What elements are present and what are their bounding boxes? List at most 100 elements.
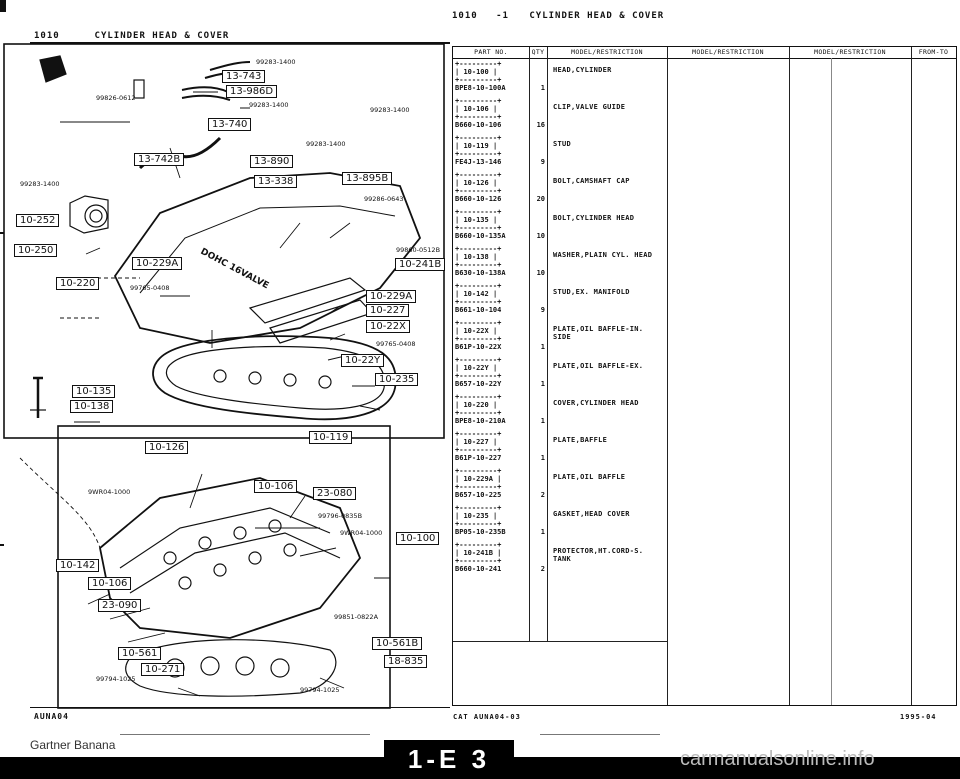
callout-13-743: 13-743 <box>222 70 266 83</box>
table-row: +---------+| 10-126 |+---------+B660-10-… <box>453 171 956 208</box>
callout-10-561: 10-561 <box>118 647 162 660</box>
ref-no: 10-22X <box>463 327 489 335</box>
qty: 1 <box>540 84 545 92</box>
col-divider <box>547 47 548 641</box>
qty: 10 <box>536 269 545 277</box>
right-header: 1010 -1 CYLINDER HEAD & COVER <box>452 11 664 21</box>
callout-10-106: 10-106 <box>88 577 132 590</box>
callout-10-138: 10-138 <box>70 400 114 413</box>
ref-no: 10-22Y <box>463 364 489 372</box>
callout-13-895b: 13-895B <box>342 172 393 185</box>
callout-10-241b: 10-241B <box>395 258 446 271</box>
oil-cap <box>84 204 108 228</box>
leader-lines <box>60 91 390 697</box>
callout-10-220: 10-220 <box>56 277 100 290</box>
oil-filler-neck <box>69 195 109 234</box>
callout-10-229a: 10-229A <box>366 290 417 303</box>
table-row: +---------+| 10-106 |+---------+B660-10-… <box>453 97 956 134</box>
callout-13-890: 13-890 <box>250 155 294 168</box>
callout-10-119: 10-119 <box>309 431 353 444</box>
part-no: B61P-10-227 <box>455 454 502 462</box>
part-no: B660-10-135A <box>455 232 506 240</box>
callout-10-106-top: 10-106 <box>254 480 298 493</box>
callout-13-742b: 13-742B <box>134 153 185 166</box>
upper-diagram-frame <box>3 43 445 439</box>
callout-13-740: 13-740 <box>208 118 252 131</box>
callout-23-080: 23-080 <box>313 487 357 500</box>
header-model-1: MODEL/RESTRICTION <box>547 47 667 59</box>
qty: 1 <box>540 454 545 462</box>
part-no: B660-10-126 <box>455 195 502 203</box>
ref-no: 10-220 <box>463 401 489 409</box>
col-divider <box>831 58 832 705</box>
pn-99283-1400-a: 99283-1400 <box>256 58 296 66</box>
ref-no: 10-241B <box>463 549 493 557</box>
ref-no: 10-119 <box>463 142 489 150</box>
right-header-section: 1010 <box>452 11 478 21</box>
part-no: B61P-10-22X <box>455 343 502 351</box>
description: BOLT,CYLINDER HEAD <box>553 214 635 222</box>
pn-99765-0408-a: 99765-0408 <box>130 284 170 292</box>
pn-99283-1400-d: 99283-1400 <box>306 140 346 148</box>
head-detail-1 <box>119 507 331 569</box>
callout-10-250: 10-250 <box>14 244 58 257</box>
description: PROTECTOR,HT.CORD-S. TANK <box>553 547 644 563</box>
qty: 20 <box>536 195 545 203</box>
table-row: +---------+| 10-22X |+---------+B61P-10-… <box>453 319 956 356</box>
table-row: +---------+| 10-220 |+---------+BPE8-10-… <box>453 393 956 430</box>
head-cover-gasket <box>152 335 397 421</box>
catalog-code: AUNA04 <box>34 712 69 721</box>
table-row: +---------+| 10-235 |+---------+BP05-10-… <box>453 504 956 541</box>
description: WASHER,PLAIN CYL. HEAD <box>553 251 653 259</box>
callout-10-135: 10-135 <box>72 385 116 398</box>
pn-99283-1400-b: 99283-1400 <box>249 101 289 109</box>
watermark-right: carmanualsonline.info <box>680 748 875 770</box>
part-no: B630-10-138A <box>455 269 506 277</box>
pn-9wr04-1000-b: 9WR04-1000 <box>340 529 383 537</box>
cover-embossing: DOHC 16VALVE <box>199 247 271 291</box>
header-model-2: MODEL/RESTRICTION <box>667 47 789 59</box>
pcv-fitting <box>133 79 145 99</box>
qty: 10 <box>536 232 545 240</box>
table-row: +---------+| 10-22Y |+---------+B657-10-… <box>453 356 956 393</box>
pn-99283-1400-c: 99283-1400 <box>370 106 410 114</box>
description: HEAD,CYLINDER <box>553 66 612 74</box>
catalog-footer: CAT AUNA04-03 <box>453 713 521 721</box>
exploded-diagram: DOHC 16VALVE 13-743 13-986D <box>0 38 448 710</box>
table-row: +---------+| 10-142 |+---------+B661-10-… <box>453 282 956 319</box>
header-model-3: MODEL/RESTRICTION <box>789 47 911 59</box>
head-detail-2 <box>129 532 341 594</box>
part-no: B661-10-104 <box>455 306 502 314</box>
col-divider <box>529 47 530 641</box>
table-row: +---------+| 10-241B |+---------+B660-10… <box>453 541 956 578</box>
callout-13-986d: 13-986D <box>226 85 278 98</box>
qty: 2 <box>540 565 545 573</box>
ref-no: 10-138 <box>463 253 489 261</box>
callout-10-142: 10-142 <box>56 559 100 572</box>
oil-cap-inner <box>89 209 103 223</box>
description: GASKET,HEAD COVER <box>553 510 630 518</box>
callout-10-100: 10-100 <box>396 532 440 545</box>
part-no: B657-10-22Y <box>455 380 502 388</box>
description: PLATE,OIL BAFFLE-IN. SIDE <box>553 325 644 341</box>
qty: 9 <box>540 158 545 166</box>
gasket-inner <box>165 345 386 410</box>
head-bolt <box>33 376 43 418</box>
ref-no: 10-229A <box>463 475 493 483</box>
pn-99826-0612: 99826-0612 <box>96 94 136 102</box>
callout-13-338: 13-338 <box>254 175 298 188</box>
pn-9wr04-1000-a: 9WR04-1000 <box>88 488 131 496</box>
pn-99860-0512b: 99860-0512B <box>396 246 441 254</box>
lower-diagram-frame <box>57 425 391 709</box>
cylinder-head-gasket <box>125 639 337 697</box>
description: PLATE,OIL BAFFLE-EX. <box>553 362 644 370</box>
scan-mark <box>0 232 4 234</box>
table-row: +---------+| 10-138 |+---------+B630-10-… <box>453 245 956 282</box>
callout-10-235: 10-235 <box>375 373 419 386</box>
pn-99851-0822a: 99851-0822A <box>334 613 379 621</box>
bottom-line <box>120 734 370 735</box>
callout-18-835: 18-835 <box>384 655 428 668</box>
ref-no: 10-227 <box>463 438 489 446</box>
qty: 1 <box>540 417 545 425</box>
bottom-line <box>540 734 660 735</box>
